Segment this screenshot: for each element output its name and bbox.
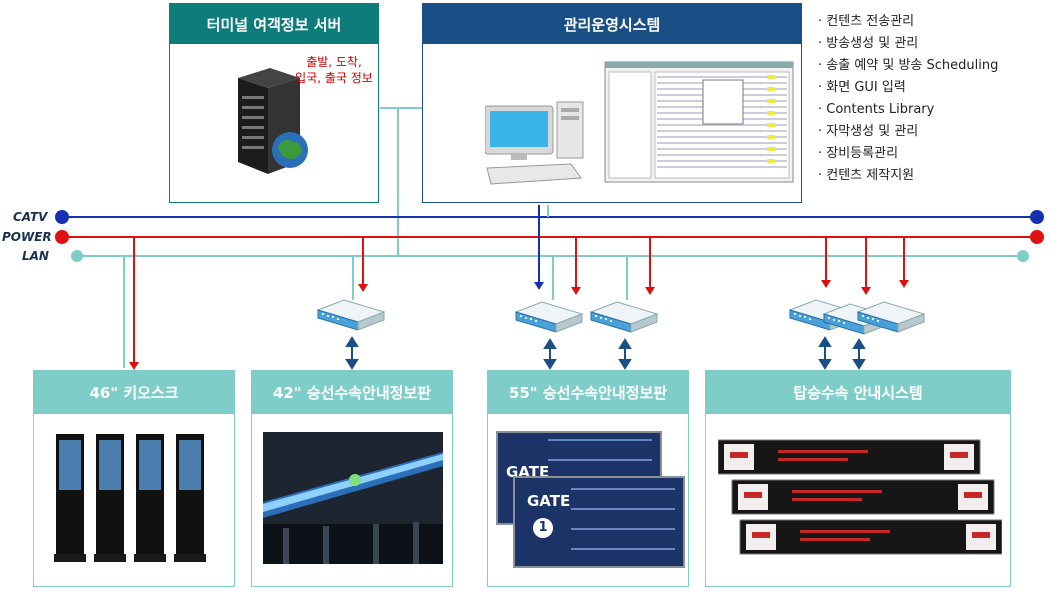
feature-item: · 송출 예약 및 방송 Scheduling	[818, 58, 999, 73]
kiosk-box-title: 46" 키오스크	[89, 383, 179, 402]
server-box-title: 터미널 여객정보 서버	[170, 4, 378, 44]
network-switch-icon	[514, 301, 584, 333]
server-tower-icon	[238, 68, 308, 174]
board-42-box: 42" 승선수속안내정보판	[251, 370, 453, 587]
server-info-text: 출발, 도착, 입국, 출국 정보	[295, 55, 373, 85]
board-42-box-content	[251, 414, 453, 587]
catv-right-node	[1030, 210, 1044, 224]
feature-item: · 방송생성 및 관리	[818, 36, 919, 51]
feature-item: · 장비등록관리	[818, 146, 899, 161]
lan-label: LAN	[22, 249, 49, 263]
gate-number-badge: 1	[533, 518, 553, 538]
gate-board-front: GATE 1	[513, 476, 685, 568]
power-label: POWER	[2, 230, 52, 244]
feature-item: · 자막생성 및 관리	[818, 124, 919, 139]
admin-pc-icon	[485, 61, 794, 185]
board-42-box-title: 42" 승선수속안내정보판	[272, 383, 432, 402]
boarding-box-title: 탑승수속 안내시스템	[793, 383, 923, 402]
network-switch-icon	[856, 301, 926, 333]
lan-left-node	[71, 250, 83, 262]
kiosk-box: 46" 키오스크	[33, 370, 235, 587]
boarding-box-content	[705, 414, 1011, 587]
board-55-box-content: GATE GATE 1	[487, 414, 689, 587]
gate-label-front: GATE	[527, 492, 571, 510]
feature-item: · Contents Library	[818, 102, 935, 117]
board-55-box: 55" 승선수속안내정보판 GATE GATE 1	[487, 370, 689, 587]
catv-left-node	[55, 210, 69, 224]
kiosk-stands-icon	[54, 434, 206, 562]
boarding-box: 탑승수속 안내시스템	[705, 370, 1011, 587]
board-55-box-title: 55" 승선수속안내정보판	[508, 383, 668, 402]
power-right-node	[1030, 230, 1044, 244]
feature-item: · 컨텐츠 제작지원	[818, 168, 915, 183]
management-box-title: 관리운영시스템	[423, 4, 801, 44]
server-box: 터미널 여객정보 서버 출발, 도착, 입국, 출국 정보	[169, 3, 379, 203]
management-box: 관리운영시스템	[422, 3, 802, 203]
network-switch-icon	[589, 301, 659, 333]
feature-item: · 화면 GUI 입력	[818, 80, 906, 95]
network-switch-icon	[316, 299, 386, 331]
bar-display-panels	[718, 439, 1002, 555]
terminal-hall-photo	[263, 432, 443, 564]
power-left-node	[55, 230, 69, 244]
lan-right-node	[1017, 250, 1029, 262]
feature-item: · 컨텐츠 전송관리	[818, 14, 915, 29]
catv-label: CATV	[13, 210, 48, 224]
feature-list: · 컨텐츠 전송관리 · 방송생성 및 관리 · 송출 예약 및 방송 Sche…	[818, 11, 998, 187]
kiosk-box-content	[33, 414, 235, 587]
